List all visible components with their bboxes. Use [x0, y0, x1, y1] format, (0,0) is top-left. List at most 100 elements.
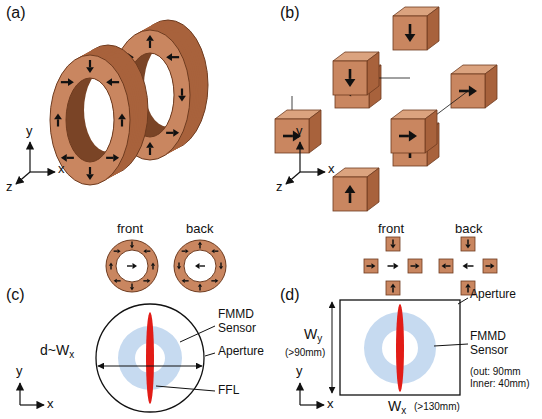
- magnet-arrow: [127, 265, 133, 266]
- magnet-arrow: [185, 280, 189, 281]
- magnet-arrow: [349, 69, 352, 79]
- axis-y: [19, 383, 20, 405]
- axis-x: [300, 171, 325, 172]
- magnet-arrow: [152, 266, 153, 270]
- cube-side: [485, 65, 497, 108]
- ffl-line: [146, 312, 154, 404]
- cube-side: [309, 110, 321, 153]
- subscript: x: [401, 405, 406, 417]
- figure-label: W: [388, 398, 401, 414]
- figure-label: FMMD Sensor: [218, 308, 272, 336]
- magnet-arrow: [131, 284, 132, 288]
- magnet-arrow: [388, 265, 394, 267]
- arrow-head: [68, 78, 74, 86]
- magnet-arrow: [61, 81, 68, 83]
- magnet-arrow: [409, 24, 412, 34]
- magnet-arrow: [172, 56, 179, 58]
- arrow-head: [54, 114, 62, 120]
- figure-label: z: [6, 180, 13, 195]
- ffl-line: [396, 304, 404, 392]
- arrow-head: [130, 245, 134, 248]
- magnet-arrow: [486, 265, 491, 267]
- magnet-arrow: [67, 157, 74, 159]
- magnet-arrow: [199, 245, 200, 249]
- arrow-head: [109, 263, 113, 266]
- arrow-head: [409, 131, 417, 142]
- axis-y: [299, 142, 300, 172]
- arrow-head: [390, 284, 395, 288]
- diameter-arrow: [98, 366, 202, 367]
- height-arrow: [332, 302, 333, 393]
- cube-face: [391, 119, 425, 153]
- circular-aperture-panel: [20, 304, 215, 412]
- figure-label: (>90mm): [285, 347, 325, 359]
- axis-z: [286, 172, 300, 184]
- arrow-head: [86, 67, 94, 73]
- axis-x: [30, 171, 55, 172]
- arrow-head: [133, 263, 138, 269]
- magnet-arrow: [199, 287, 200, 291]
- arrow-head: [173, 129, 179, 137]
- magnet-arrow: [178, 263, 179, 267]
- small-cube: [408, 259, 422, 273]
- small-cube: [386, 237, 400, 251]
- cube-face: [333, 61, 367, 95]
- arrow-head: [146, 142, 154, 148]
- magnet-arrow: [117, 280, 121, 281]
- arrow-head: [113, 154, 119, 162]
- arrow-head: [215, 279, 218, 283]
- figure-label: x: [58, 162, 65, 177]
- leader-line: [180, 326, 215, 342]
- figure-label: x: [47, 397, 54, 412]
- arrow-head: [118, 114, 126, 120]
- magnet-arrow: [166, 132, 173, 134]
- small-cube: [386, 281, 400, 295]
- ring-magnets: [50, 20, 226, 292]
- figure-label: x: [328, 162, 335, 177]
- axis-x: [20, 404, 44, 405]
- magnet-arrow: [392, 288, 394, 293]
- magnet-arrow: [467, 240, 469, 245]
- arrow-head: [463, 263, 468, 270]
- arrow-head: [118, 249, 121, 253]
- arrow-head: [490, 263, 494, 268]
- magnet-arrow: [283, 135, 293, 138]
- arrow-head: [86, 174, 94, 180]
- arrow-head: [345, 185, 356, 193]
- cube-face: [393, 16, 427, 50]
- arrow-head: [178, 96, 186, 102]
- magnet-arrow: [106, 157, 113, 159]
- small-cube: [364, 259, 378, 273]
- magnet-arrow: [200, 265, 206, 266]
- figure-label: (>130mm): [414, 401, 460, 413]
- arrow-head: [345, 79, 356, 87]
- arrow-head: [465, 284, 470, 288]
- magnet-arrow: [467, 288, 469, 293]
- figure-label: FMMD Sensor: [470, 330, 534, 358]
- arrow-head: [146, 35, 154, 41]
- cube-side: [367, 52, 379, 95]
- magnet-arrow: [367, 265, 372, 267]
- aperture-rect: [340, 300, 460, 395]
- magnet-arrow: [112, 81, 119, 83]
- cube-face: [275, 119, 309, 153]
- leader-line: [205, 353, 215, 356]
- magnet-arrow: [121, 119, 123, 126]
- arrow-head: [390, 244, 395, 248]
- arrow-head: [219, 266, 223, 269]
- cube-side: [427, 7, 439, 50]
- figure-label: back: [186, 222, 213, 237]
- magnet-arrow: [149, 41, 151, 48]
- figure-label: front: [117, 222, 143, 237]
- figure-label: z: [276, 180, 283, 195]
- magnet-arrow: [131, 242, 132, 246]
- magnet-arrow: [181, 89, 183, 96]
- leader-line: [458, 298, 468, 304]
- arrow-head: [198, 242, 202, 245]
- arrow-head: [147, 279, 150, 283]
- figure-label: (c): [6, 286, 25, 304]
- figure-label: Aperture: [470, 288, 516, 302]
- arrow-head: [182, 279, 185, 283]
